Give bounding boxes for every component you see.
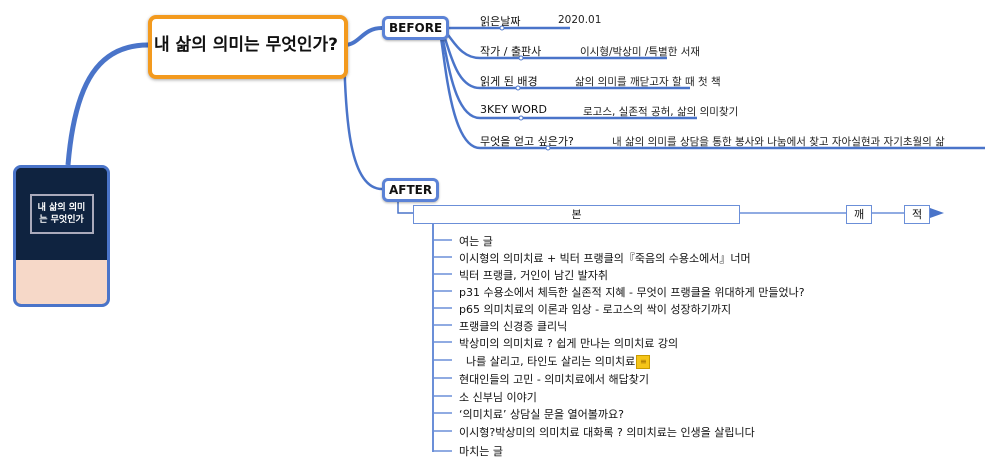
book-cover-title: 내 삶의 의미는 무엇인가 <box>29 194 94 234</box>
topic-before[interactable]: BEFORE <box>382 16 450 40</box>
topic-after[interactable]: AFTER <box>382 178 440 202</box>
list-item[interactable]: 프랭클의 신경증 클리닉 <box>459 320 568 333</box>
book-cover-authors-photo <box>16 260 107 304</box>
list-item[interactable]: ‘의미치료’ 상담실 문을 열어볼까요? <box>459 408 625 421</box>
central-topic[interactable]: 내 삶의 의미는 무엇인가? <box>148 15 348 79</box>
list-item[interactable]: p65 의미치료의 이론과 임상 - 로고스의 싹이 성장하기까지 <box>459 303 732 316</box>
timeline-bon[interactable]: 본 <box>413 205 740 224</box>
before-label-author[interactable]: 작가 / 출판사 <box>480 45 542 58</box>
list-item[interactable]: 이시형?박상미의 의미치료 대화록 ? 의미치료는 인생을 살립니다 <box>459 426 755 439</box>
before-value-background[interactable]: 삶의 의미를 깨닫고자 할 때 첫 책 <box>575 76 721 88</box>
list-item[interactable]: 소 신부님 이야기 <box>459 391 537 404</box>
before-value-read-date[interactable]: 2020.01 <box>558 14 602 26</box>
list-item[interactable]: p31 수용소에서 체득한 실존적 지혜 - 무엇이 프랭클을 위대하게 만들었… <box>459 286 805 299</box>
list-item[interactable]: 이시형의 의미치료 + 빅터 프랭클의『죽음의 수용소에서』너머 <box>459 252 751 265</box>
list-item-with-note[interactable]: 나를 살리고, 타인도 살리는 의미치료≡ <box>466 353 651 369</box>
timeline-kkae[interactable]: 깨 <box>846 205 872 224</box>
list-item-text: 나를 살리고, 타인도 살리는 의미치료 <box>466 355 636 368</box>
central-topic-text: 내 삶의 의미는 무엇인가? <box>154 34 339 55</box>
before-value-goal[interactable]: 내 삶의 의미를 상담을 통한 봉사와 나눔에서 찾고 자아실현과 자기초월의 … <box>612 136 945 148</box>
before-value-author[interactable]: 이시형/박상미 /특별한 서재 <box>580 46 701 58</box>
before-label-background[interactable]: 읽게 된 배경 <box>480 75 538 88</box>
list-item[interactable]: 박상미의 의미치료 ? 쉽게 만나는 의미치료 강의 <box>459 337 679 350</box>
before-label-keywords[interactable]: 3KEY WORD <box>480 103 548 116</box>
list-item[interactable]: 여는 글 <box>459 235 493 248</box>
before-value-keywords[interactable]: 로고스, 실존적 공허, 삶의 의미찾기 <box>583 106 739 118</box>
list-item[interactable]: 마치는 글 <box>459 445 503 458</box>
list-item[interactable]: 현대인들의 고민 - 의미치료에서 해답찾기 <box>459 373 649 386</box>
list-item[interactable]: 빅터 프랭클, 거인이 남긴 발자취 <box>459 269 609 282</box>
before-label-read-date[interactable]: 읽은날짜 <box>480 15 521 28</box>
before-label-goal[interactable]: 무엇을 얻고 싶은가? <box>480 135 574 148</box>
timeline-jeok[interactable]: 적 <box>904 205 930 224</box>
note-icon[interactable]: ≡ <box>636 355 651 369</box>
book-cover-image[interactable]: 내 삶의 의미는 무엇인가 <box>13 165 110 307</box>
